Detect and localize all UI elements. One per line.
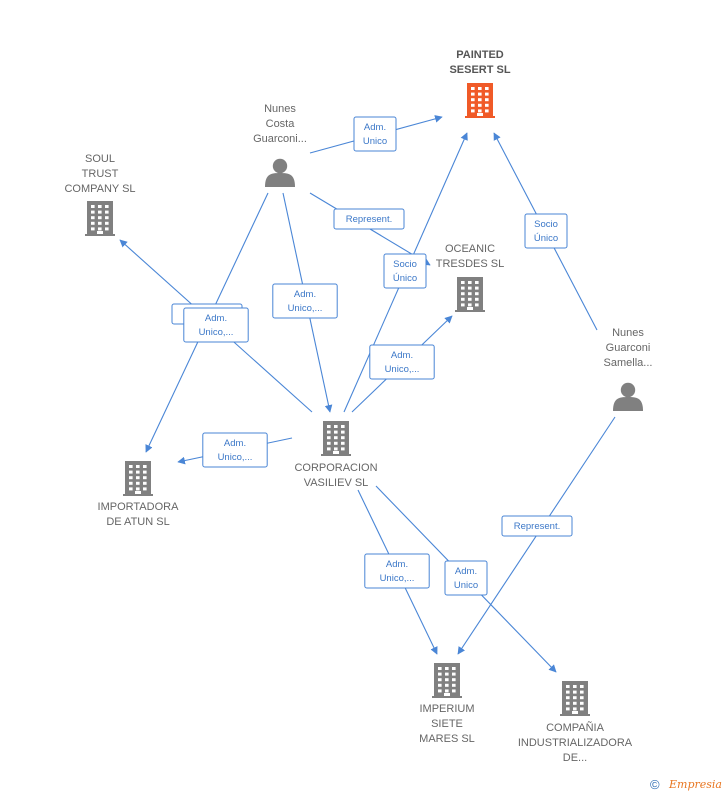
edge-label-corporacion-to-importadora[interactable]: Adm. Unico,... (202, 432, 268, 468)
edge-label-corporacion-to-soul_trust[interactable]: Adm. Unico,... (183, 307, 249, 343)
node-label-line: IMPORTADORA (98, 501, 180, 513)
edges-layer (119, 115, 616, 673)
node-label-line: IMPERIUM (420, 703, 475, 715)
edge-label-text: Unico (454, 580, 478, 591)
edge-label-box (272, 283, 338, 319)
edge-label-text: Unico,... (199, 327, 234, 338)
person-icon (613, 382, 643, 411)
brand-name: Empresia (668, 778, 722, 791)
edge-label-text: Unico (363, 136, 387, 147)
footer-brand[interactable]: © Empresia (650, 777, 722, 792)
building-icon (465, 83, 495, 118)
node-label-line: OCEANIC (445, 243, 495, 255)
edge-label-box (524, 213, 568, 249)
edge-label-box (364, 553, 430, 589)
node-importadora[interactable]: IMPORTADORA DE ATUN SL (98, 461, 180, 528)
node-label-line: Nunes (612, 327, 644, 339)
node-label-line: PAINTED (456, 49, 504, 61)
node-compania[interactable]: COMPAÑIA INDUSTRIALIZADORA DE... (518, 681, 633, 764)
edge-label-box (444, 560, 488, 596)
edge-label-text: Unico,... (385, 364, 420, 375)
edge-label-text: Único (534, 233, 558, 244)
edge-label-text: Adm. (386, 559, 408, 570)
node-corporacion[interactable]: CORPORACION VASILIEV SL (294, 421, 378, 489)
node-label-line: Guarconi (606, 342, 651, 354)
node-imperium[interactable]: IMPERIUM SIETE MARES SL (419, 663, 475, 745)
building-icon (455, 277, 485, 312)
edge-label-nunes_costa-to-corporacion[interactable]: Adm. Unico,... (272, 283, 338, 319)
node-label-line: COMPANY SL (64, 183, 135, 195)
node-label-line: COMPAÑIA (546, 721, 605, 734)
node-label-line: DE... (563, 752, 587, 764)
edge-label-corporacion-to-imperium[interactable]: Adm. Unico,... (364, 553, 430, 589)
edge-label-text: Adm. (224, 438, 246, 449)
node-label-line: Nunes (264, 103, 296, 115)
node-label-line: MARES SL (419, 733, 475, 745)
edge-label-nunes_costa-to-oceanic[interactable]: Represent. (333, 208, 405, 230)
node-painted[interactable]: PAINTED SESERT SL (449, 49, 511, 118)
edge-label-text: Represent. (514, 521, 560, 532)
edge-label-text: Adm. (294, 289, 316, 300)
edge-label-text: Unico,... (288, 303, 323, 314)
edge-label-box (383, 253, 427, 289)
edge-label-text: Unico,... (380, 573, 415, 584)
node-label-line: SIETE (431, 718, 463, 730)
node-label-line: Costa (266, 118, 296, 130)
building-icon (321, 421, 351, 456)
edge-label-box (183, 307, 249, 343)
node-label-line: Guarconi... (253, 133, 307, 145)
edge-label-corporacion-to-compania[interactable]: Adm. Unico (444, 560, 488, 596)
edge-label-box (501, 515, 573, 537)
edge-label-text: Único (393, 273, 417, 284)
node-label-line: SESERT SL (449, 64, 510, 76)
building-icon (432, 663, 462, 698)
node-nunes_guarconi[interactable]: NunesGuarconiSamella... (604, 327, 653, 411)
building-icon (85, 201, 115, 236)
building-icon (123, 461, 153, 496)
copyright-symbol: © (650, 777, 660, 792)
node-nunes_costa[interactable]: NunesCostaGuarconi... (253, 103, 307, 187)
node-oceanic[interactable]: OCEANIC TRESDES SL (436, 243, 504, 312)
node-label-line: DE ATUN SL (106, 516, 169, 528)
edge-label-box (353, 116, 397, 152)
edge-labels-layer: Adm.UnicoRepresent.Adm.Unico,...Represen… (171, 116, 573, 596)
edge-label-text: Adm. (364, 122, 386, 133)
edge-label-text: Socio (393, 259, 417, 270)
edge-label-text: Adm. (205, 313, 227, 324)
edge-label-box (369, 344, 435, 380)
node-label-line: CORPORACION (294, 462, 377, 474)
node-label-line: TRUST (82, 168, 119, 180)
node-soul_trust[interactable]: SOUL TRUST COMPANY SL (64, 153, 136, 236)
edge-label-text: Adm. (455, 566, 477, 577)
edge-label-text: Socio (534, 219, 558, 230)
building-icon (560, 681, 590, 716)
node-label-line: Samella... (604, 357, 653, 369)
edge-label-text: Adm. (391, 350, 413, 361)
edge-label-text: Unico,... (218, 452, 253, 463)
edge-label-nunes_guarconi-to-imperium[interactable]: Represent. (501, 515, 573, 537)
node-label-line: TRESDES SL (436, 258, 504, 270)
edge-label-nunes_costa-to-painted[interactable]: Adm. Unico (353, 116, 397, 152)
person-icon (265, 158, 295, 187)
node-label-line: SOUL (85, 153, 115, 165)
edge-label-corporacion-to-oceanic[interactable]: Adm. Unico,... (369, 344, 435, 380)
edge-label-box (333, 208, 405, 230)
node-label-line: INDUSTRIALIZADORA (518, 737, 633, 749)
node-label-line: VASILIEV SL (304, 477, 369, 489)
edge-label-box (202, 432, 268, 468)
edge-label-text: Represent. (346, 214, 392, 225)
